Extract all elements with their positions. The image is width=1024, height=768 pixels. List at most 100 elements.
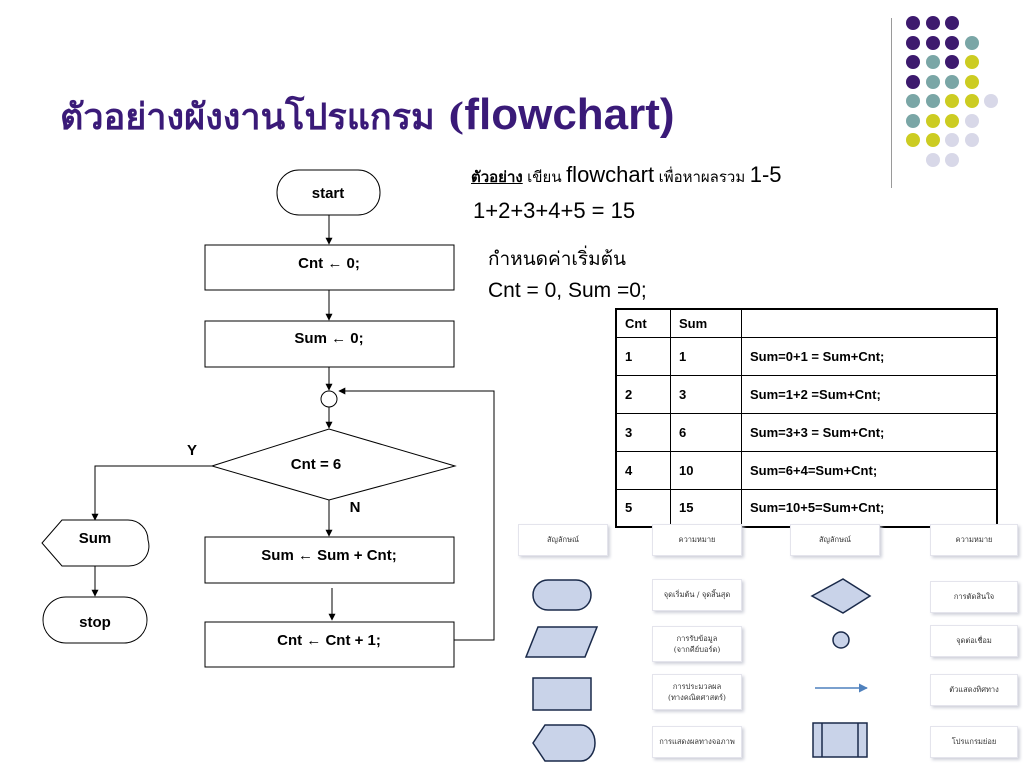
cnt-update-process: [204, 621, 455, 668]
table-cell-formula: Sum=6+4=Sum+Cnt;: [741, 450, 998, 490]
no-label: N: [350, 499, 361, 516]
legend-header-meaning: ความหมาย: [930, 524, 1018, 556]
table-cell-cnt: 1: [615, 336, 671, 376]
table-cell-sum: 10: [670, 450, 742, 490]
example-text-thai-2: เพื่อหาผลรวม: [658, 168, 746, 186]
legend-meaning-flow-arrow: ตัวแสดงทิศทาง: [930, 674, 1018, 706]
process-symbol: [532, 677, 592, 711]
table-cell-formula: Sum=0+1 = Sum+Cnt;: [741, 336, 998, 376]
terminator-symbol: [532, 579, 592, 611]
legend-meaning-process: การประมวลผล (ทางคณิตศาสตร์): [652, 674, 742, 710]
legend-meaning-input: การรับข้อมูล (จากคีย์บอร์ด): [652, 626, 742, 662]
table-header-cnt: Cnt: [615, 308, 671, 338]
decor-dot: [925, 113, 940, 128]
decor-dot: [945, 74, 959, 89]
decor-dot: [925, 16, 940, 30]
divider-line: [891, 18, 892, 188]
decor-dot: [945, 94, 959, 108]
decor-dot: [945, 133, 959, 147]
table-header-formula: [741, 308, 998, 338]
sum-init-label: Sum ← 0;: [294, 330, 363, 347]
legend-meaning-terminator: จุดเริ่มต้น / จุดสิ้นสุด: [652, 579, 742, 611]
table-header-sum: Sum: [670, 308, 742, 338]
decor-dot: [964, 94, 979, 108]
decision-diamond: [210, 428, 457, 501]
start-label: start: [312, 185, 345, 202]
table-cell-formula: Sum=1+2 =Sum+Cnt;: [741, 374, 998, 414]
legend-header-symbol: สัญลักษณ์: [790, 524, 880, 556]
decor-dot: [925, 152, 940, 167]
table-cell-cnt: 5: [615, 488, 671, 528]
table-cell-cnt: 2: [615, 374, 671, 414]
decision-label: Cnt = 6: [291, 456, 341, 473]
decor-dot: [925, 94, 940, 108]
legend-symbols: [524, 578, 872, 762]
loop-back-arrow: [338, 387, 495, 641]
decor-dot: [964, 74, 979, 89]
table-cell-cnt: 3: [615, 412, 671, 452]
legend-header-meaning: ความหมาย: [652, 524, 742, 556]
page-title: ตัวอย่างผังงานโปรแกรม (flowchart): [60, 88, 675, 145]
input-symbol: [524, 626, 599, 658]
decor-dot: [906, 113, 920, 128]
init-values: Cnt = 0, Sum =0;: [488, 279, 647, 302]
decor-dot: [925, 133, 940, 147]
table-row: 4 10 Sum=6+4=Sum+Cnt;: [615, 450, 998, 490]
stop-terminator: [42, 596, 148, 644]
output-display: [41, 519, 150, 567]
yes-label: Y: [187, 442, 197, 459]
stop-label: stop: [79, 614, 111, 631]
table-cell-formula: Sum=10+5=Sum+Cnt;: [741, 488, 998, 528]
decor-dot: [906, 35, 920, 50]
example-range: 1-5: [749, 162, 782, 187]
decor-dot: [925, 35, 940, 50]
decor-dot: [945, 113, 959, 128]
decor-dot: [945, 55, 959, 69]
decor-dot: [945, 152, 959, 167]
legend-meaning-connector: จุดต่อเชื่อม: [930, 625, 1018, 657]
table-row: 2 3 Sum=1+2 =Sum+Cnt;: [615, 374, 998, 414]
table-cell-sum: 1: [670, 336, 742, 376]
table-header-row: Cnt Sum: [615, 308, 998, 338]
decor-dot: [964, 35, 979, 50]
table-row: 1 1 Sum=0+1 = Sum+Cnt;: [615, 336, 998, 376]
table-row: 5 15 Sum=10+5=Sum+Cnt;: [615, 488, 998, 528]
decor-dot: [945, 16, 959, 30]
table-cell-sum: 3: [670, 374, 742, 414]
connector-circle: [320, 390, 338, 408]
decor-dot: [906, 55, 920, 69]
decor-dot: [964, 55, 979, 69]
cnt-update-label: Cnt ← Cnt + 1;: [277, 632, 381, 649]
decision-symbol: [810, 578, 872, 614]
table-cell-cnt: 4: [615, 450, 671, 490]
legend-header-symbol: สัญลักษณ์: [518, 524, 608, 556]
example-text-en: flowchart: [566, 162, 655, 187]
sum-update-process: [204, 536, 455, 584]
decor-dot: [906, 16, 920, 30]
decor-dot: [964, 113, 979, 128]
example-text-thai-1: เขียน: [527, 168, 562, 186]
cnt-init-label: Cnt ← 0;: [298, 255, 360, 272]
sum-update-label: Sum ← Sum + Cnt;: [261, 547, 396, 564]
legend-meaning-display: การแสดงผลทางจอภาพ: [652, 726, 742, 758]
title-english: flowchart): [464, 90, 675, 139]
output-label: Sum: [79, 530, 112, 547]
table-row: 3 6 Sum=3+3 = Sum+Cnt;: [615, 412, 998, 452]
table-cell-formula: Sum=3+3 = Sum+Cnt;: [741, 412, 998, 452]
sum-init-process: [204, 320, 455, 368]
table-cell-sum: 15: [670, 488, 742, 528]
decor-dot: [906, 74, 920, 89]
subroutine-symbol: [812, 722, 868, 758]
flowchart: start Cnt ← 0; Sum ← 0; Cnt = 6 Y N Sum …: [41, 169, 495, 668]
decor-dot: [984, 94, 998, 108]
decor-dot: [945, 35, 959, 50]
title-thai: ตัวอย่างผังงานโปรแกรม (: [60, 96, 465, 138]
decor-dot: [906, 133, 920, 147]
calculation-table: Cnt Sum 1 1 Sum=0+1 = Sum+Cnt; 2 3 Sum=1…: [615, 308, 998, 528]
cnt-init-process: [204, 244, 455, 291]
display-symbol: [532, 724, 596, 762]
decor-dot: [925, 55, 940, 69]
decor-dot: [964, 133, 979, 147]
example-line: ตัวอย่าง เขียน flowchart เพื่อหาผลรวม 1-…: [471, 162, 782, 189]
yes-branch-arrow: [91, 465, 212, 521]
